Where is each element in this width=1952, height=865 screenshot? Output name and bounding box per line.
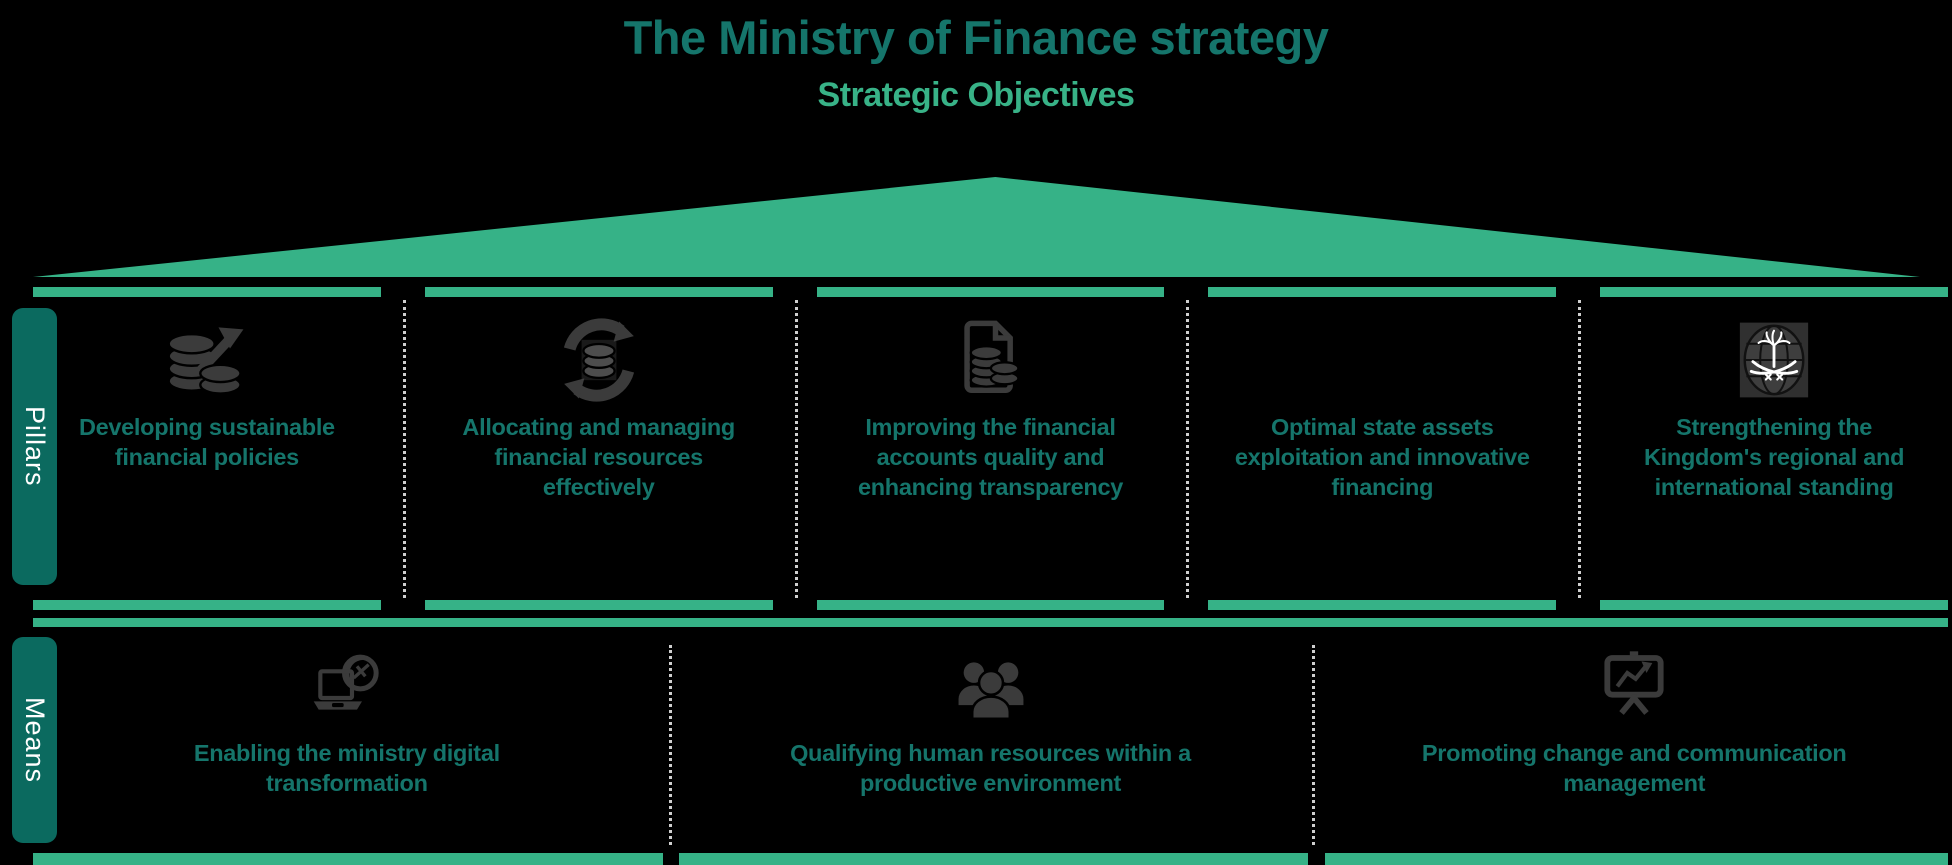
pillar-text: Strengthening the Kingdom's regional and… [1644,414,1905,500]
laptop-signal-icon [307,647,387,729]
next-row-bar [1325,853,1948,865]
pillar-top-bar [33,287,381,297]
pillar-bottom-bar [33,600,381,610]
pillar-top-bar [1600,287,1948,297]
pillar-bottom-bar [1208,600,1557,610]
pillar-top-bar [1208,287,1557,297]
means-section-tab: Means [12,637,57,843]
pillars-row: Developing sustainable financial policie… [33,287,1948,610]
dotted-line [1186,300,1190,598]
pillar-text: Developing sustainable financial policie… [78,414,335,470]
pillar-card-financial-policies: Developing sustainable financial policie… [33,287,381,610]
pillars-section-label: Pillars [20,406,50,487]
pillar-divider [1164,287,1208,610]
pillar-top-bar [424,287,773,297]
means-card-human-resources: Qualifying human resources within a prod… [677,627,1305,853]
coins-growth-icon [161,309,253,411]
next-row-bar [33,853,663,865]
presentation-chart-icon [1594,647,1674,729]
means-divider [1304,627,1320,853]
means-top-bar [33,618,1948,627]
pillar-card-financial-accounts: Improving the financial accounts quality… [816,287,1165,610]
page-subtitle: Strategic Objectives [817,76,1135,114]
means-text: Enabling the ministry digital transforma… [193,740,500,796]
means-section-label: Means [20,696,50,784]
dotted-line [668,645,672,845]
pillar-bottom-bar [424,600,773,610]
means-card-change-management: Promoting change and communication manag… [1320,627,1948,853]
pillar-divider [1556,287,1600,610]
roof-triangle [33,177,1920,277]
pillar-top-bar [816,287,1165,297]
people-group-icon [950,647,1032,729]
pillar-card-international-standing: Strengthening the Kingdom's regional and… [1600,287,1948,610]
pillar-text: Improving the financial accounts quality… [857,414,1123,500]
pillar-bottom-bar [816,600,1165,610]
means-card-digital-transformation: Enabling the ministry digital transforma… [33,627,661,853]
saudi-emblem-globe-icon [1735,309,1813,411]
pillars-section-tab: Pillars [12,308,57,585]
means-text: Promoting change and communication manag… [1421,740,1847,796]
dotted-line [402,300,406,598]
page-title: The Ministry of Finance strategy [623,11,1329,64]
pillar-bottom-bar [1600,600,1948,610]
pillar-text: Allocating and managing financial resour… [462,414,735,500]
coins-cycle-icon [555,309,643,411]
pillar-divider [773,287,817,610]
dotted-line [794,300,798,598]
document-coins-icon [946,309,1034,411]
pillar-card-financial-resources: Allocating and managing financial resour… [424,287,773,610]
pillar-divider [381,287,425,610]
dotted-line [1578,300,1582,598]
dotted-line [1312,645,1316,845]
next-row-bar [679,853,1308,865]
pillar-card-state-assets: Optimal state assets exploitation and in… [1208,287,1557,610]
means-divider [661,627,677,853]
pillar-text: Optimal state assets exploitation and in… [1234,414,1530,500]
means-text: Qualifying human resources within a prod… [790,740,1191,796]
means-row: Enabling the ministry digital transforma… [33,627,1948,853]
